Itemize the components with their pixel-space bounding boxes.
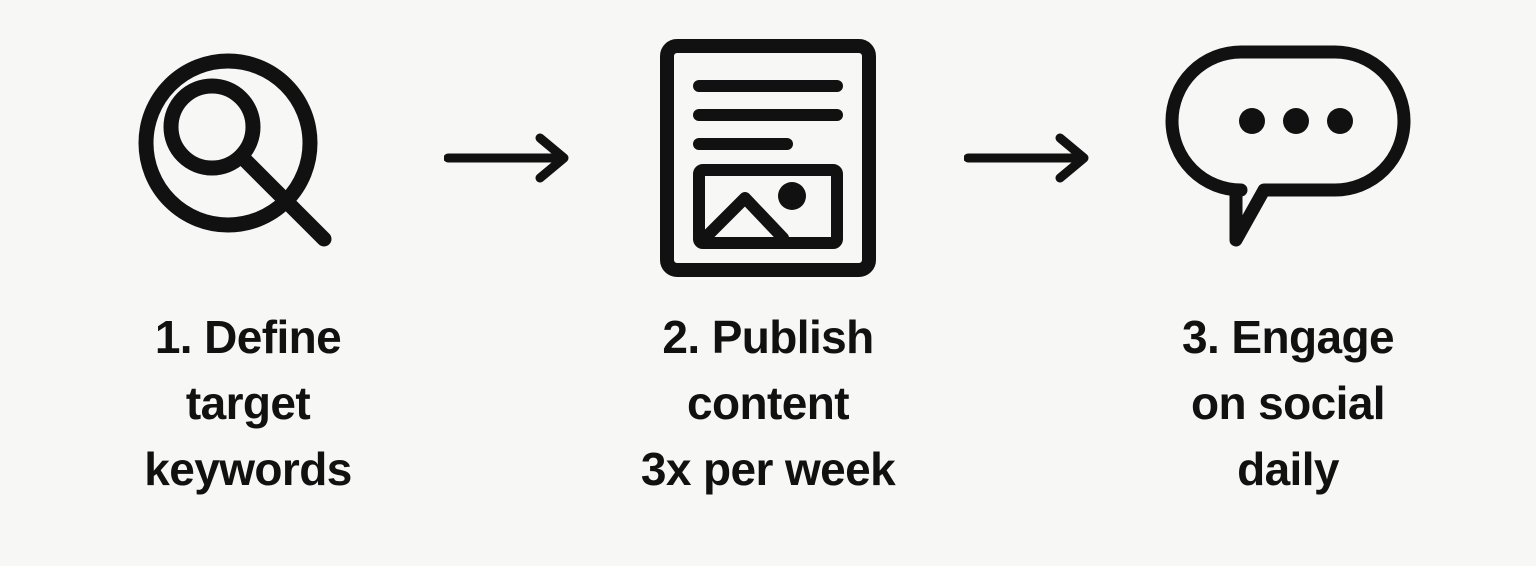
step-1-label: 1. Define target keywords (144, 311, 352, 496)
arrow-head (1055, 133, 1089, 183)
speech-bubble-dot-3 (1327, 108, 1353, 134)
magnifier-lens (163, 78, 261, 176)
step-3-label: 3. Engage on social daily (1182, 311, 1394, 496)
connector-1-inner (444, 18, 572, 298)
process-step-2: 2. Publish content 3x per week (578, 0, 958, 566)
arrow-head (535, 133, 569, 183)
arrow-right-icon (444, 133, 569, 183)
step-1-icon-wrapper (98, 18, 398, 298)
magnifier-outer-ring (138, 53, 318, 233)
process-step-3: 3. Engage on social daily (1098, 0, 1478, 566)
step-3-icon-wrapper (1138, 18, 1438, 298)
connector-2 (958, 0, 1098, 566)
arrow-right-icon (964, 133, 1089, 183)
magnifier-target-icon (138, 53, 332, 247)
document-image-frame (693, 164, 843, 249)
connector-2-inner (964, 18, 1092, 298)
speech-bubble-ellipsis-icon (1165, 45, 1411, 247)
speech-bubble-dot-2 (1283, 108, 1309, 134)
document-page-outline (660, 39, 876, 277)
speech-bubble-dot-1 (1239, 108, 1265, 134)
magnifier-handle (233, 148, 332, 247)
document-image-mountain (699, 192, 789, 244)
speech-bubble-outline (1165, 45, 1411, 247)
document-image-sun (778, 182, 806, 210)
process-step-1: 1. Define target keywords (58, 0, 438, 566)
step-2-icon-wrapper (618, 18, 918, 298)
connector-1 (438, 0, 578, 566)
step-2-label: 2. Publish content 3x per week (640, 311, 896, 496)
document-with-image-icon (660, 39, 876, 277)
